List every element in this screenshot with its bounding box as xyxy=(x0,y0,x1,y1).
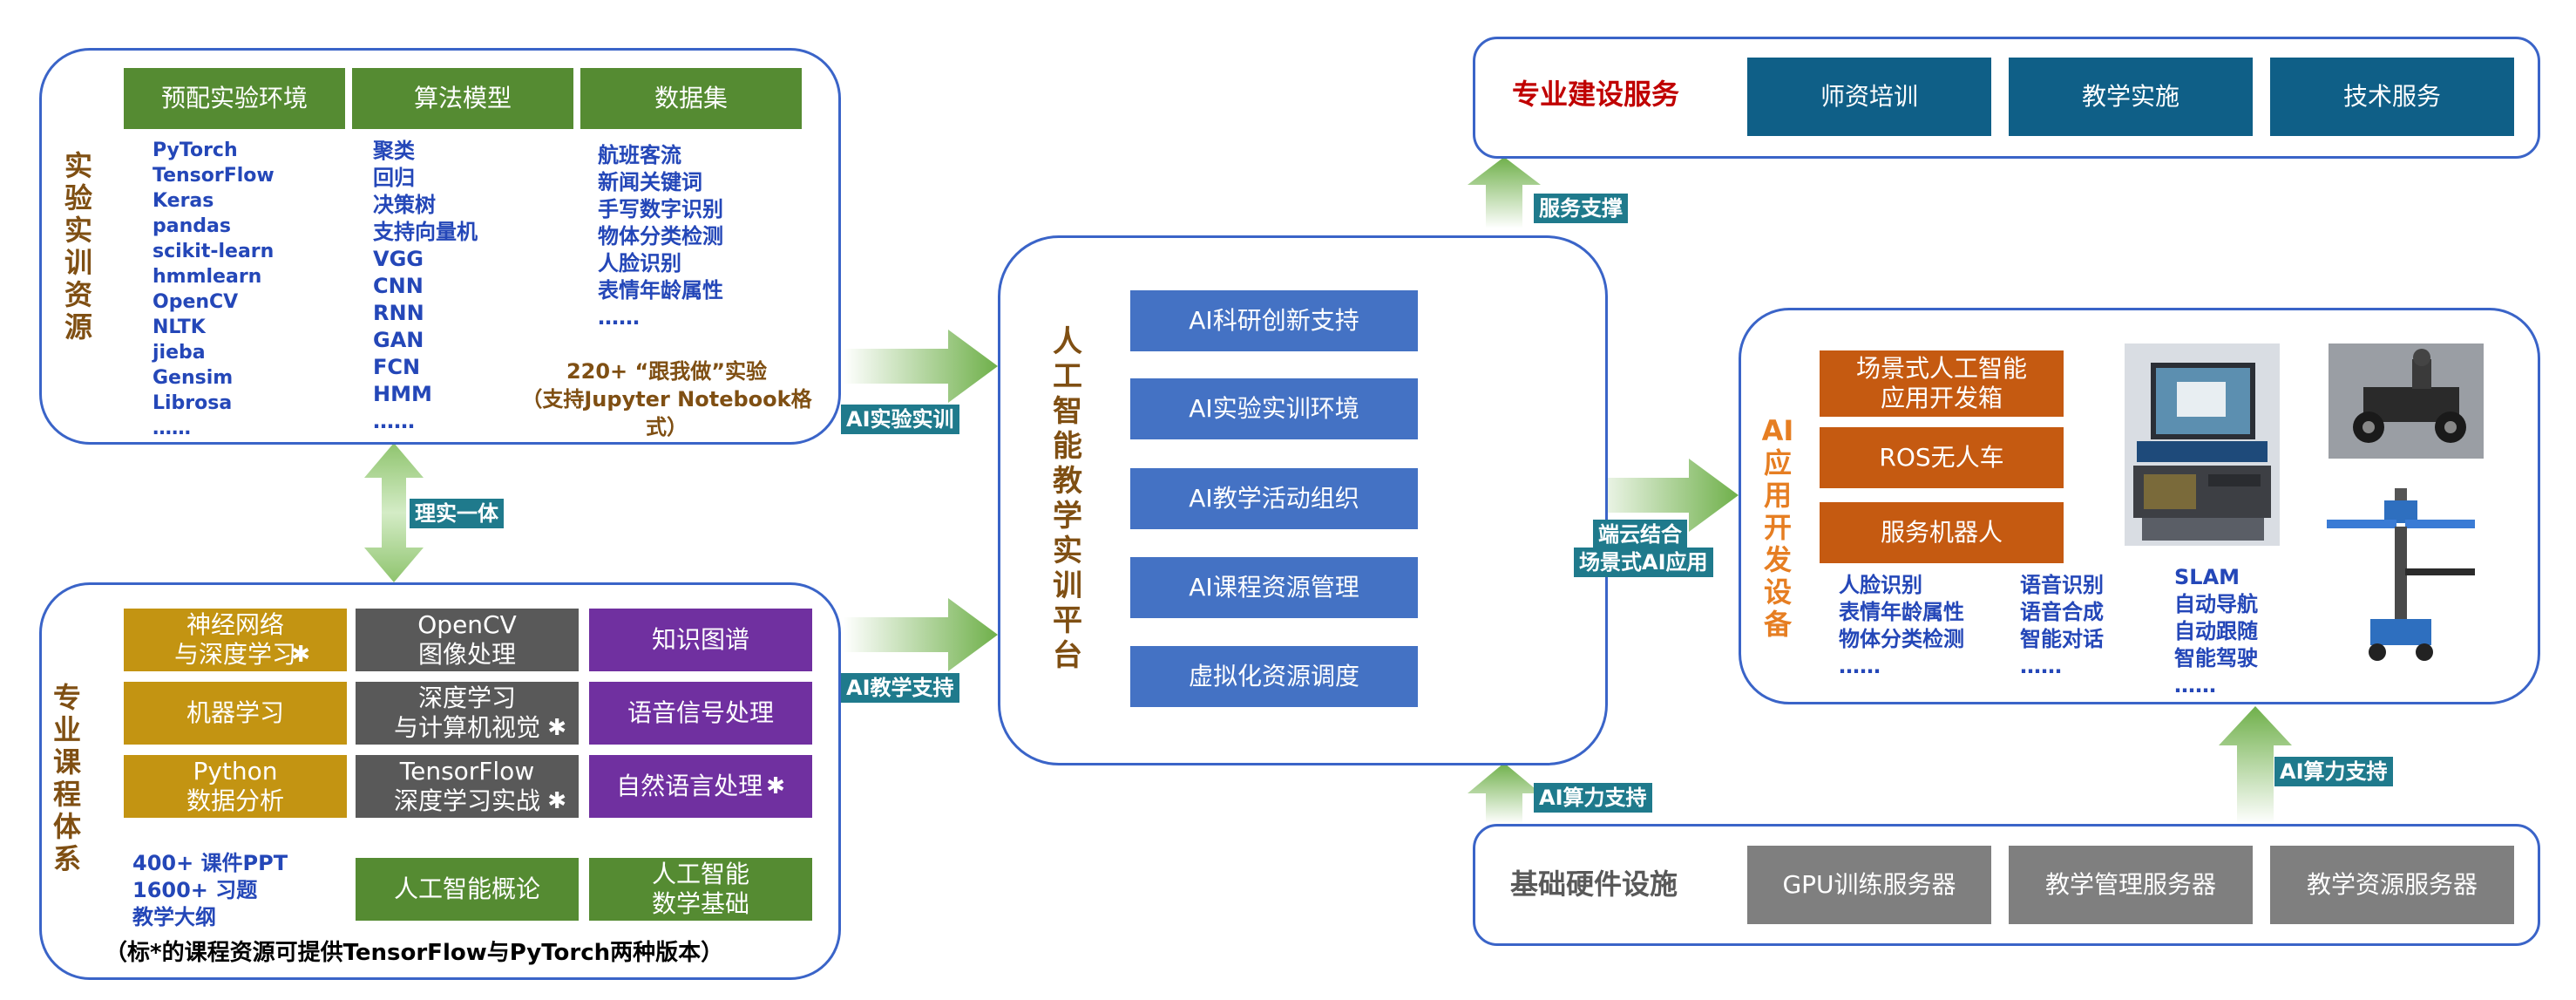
header-models: 算法模型 xyxy=(352,68,573,129)
hardware-gpu-server-label: GPU训练服务器 xyxy=(1782,870,1956,899)
arrow-platform-to-service xyxy=(1468,157,1541,228)
platform-item-course-mgmt-label: AI课程资源管理 xyxy=(1189,573,1359,602)
app-title: AI应用开发设备 xyxy=(1761,414,1794,641)
platform-item-teaching: AI教学活动组织 xyxy=(1130,468,1418,529)
course-python: Python 数据分析 xyxy=(124,755,347,818)
service-teaching-impl-label: 教学实施 xyxy=(2081,82,2179,111)
service-tech-service-label: 技术服务 xyxy=(2342,82,2441,111)
arrow-lab-to-platform xyxy=(844,330,998,403)
course-speech-processing-label: 语音信号处理 xyxy=(627,698,774,727)
label-edge-cloud-2: 场景式AI应用 xyxy=(1574,548,1713,577)
service-robot-image xyxy=(2318,488,2488,671)
course-title: 专业课程体系 xyxy=(52,681,81,875)
star-icon: ✱ xyxy=(766,773,785,799)
label-teach-support: AI教学支持 xyxy=(841,673,959,703)
star-icon: ✱ xyxy=(291,642,310,668)
hardware-resource-server: 教学资源服务器 xyxy=(2270,846,2514,924)
platform-item-lab-env-label: AI实验实训环境 xyxy=(1189,394,1359,423)
label-unity: 理实一体 xyxy=(410,499,504,528)
course-deep-learning-cv-label: 深度学习 与计算机视觉 xyxy=(393,684,540,742)
labs-line-1: 220+ “跟我做”实验 xyxy=(566,359,768,384)
ros-car-image xyxy=(2329,344,2484,459)
arrow-hardware-to-app xyxy=(2219,706,2292,824)
app-function-list-2: 语音识别 语音合成 智能对话 …… xyxy=(2020,573,2104,678)
label-lab-support: AI实验实训 xyxy=(841,405,959,434)
course-opencv-label: OpenCV 图像处理 xyxy=(417,610,517,669)
header-environments: 预配实验环境 xyxy=(124,68,345,129)
device-dev-kit-label: 场景式人工智能 应用开发箱 xyxy=(1855,354,2027,412)
course-speech-processing: 语音信号处理 xyxy=(589,682,812,745)
hardware-title: 基础硬件设施 xyxy=(1510,867,1678,901)
model-list: 聚类 回归 决策树 支持向量机 VGG CNN RNN GAN FCN HMM … xyxy=(373,139,478,433)
course-machine-learning-label: 机器学习 xyxy=(186,698,284,727)
device-service-robot: 服务机器人 xyxy=(1820,502,2064,563)
labs-note: 220+ “跟我做”实验 （支持Jupyter Notebook格式） xyxy=(514,357,819,441)
label-compute-2: AI算力支持 xyxy=(2274,757,2393,786)
platform-item-course-mgmt: AI课程资源管理 xyxy=(1130,557,1418,618)
experiment-title: 实验实训资源 xyxy=(64,149,92,344)
course-neural-network-label: 神经网络 与深度学习 xyxy=(173,610,296,669)
course-knowledge-graph-label: 知识图谱 xyxy=(651,625,749,654)
app-function-list-1: 人脸识别 表情年龄属性 物体分类检测 …… xyxy=(1839,573,1964,678)
course-ai-math-label: 人工智能 数学基础 xyxy=(651,860,749,918)
hardware-mgmt-server: 教学管理服务器 xyxy=(2009,846,2253,924)
star-icon: ✱ xyxy=(547,788,566,814)
course-python-label: Python 数据分析 xyxy=(186,757,284,815)
service-teacher-training-label: 师资培训 xyxy=(1820,82,1918,111)
course-knowledge-graph: 知识图谱 xyxy=(589,609,812,671)
service-teacher-training: 师资培训 xyxy=(1747,58,1991,136)
device-ros-car: ROS无人车 xyxy=(1820,427,2064,488)
course-nlp-label: 自然语言处理 xyxy=(616,772,763,800)
course-stats: 400+ 课件PPT 1600+ 习题 教学大纲 xyxy=(132,851,288,929)
hardware-gpu-server: GPU训练服务器 xyxy=(1747,846,1991,924)
course-tensorflow: TensorFlow 深度学习实战 ✱ xyxy=(356,755,579,818)
environment-list: PyTorch TensorFlow Keras pandas scikit-l… xyxy=(153,139,275,439)
labs-line-2: （支持Jupyter Notebook格式） xyxy=(521,387,812,439)
course-tensorflow-label: TensorFlow 深度学习实战 xyxy=(393,757,540,815)
arrow-platform-to-app xyxy=(1584,459,1739,532)
course-deep-learning-cv: 深度学习 与计算机视觉 ✱ xyxy=(356,682,579,745)
service-title: 专业建设服务 xyxy=(1512,78,1680,111)
arrow-hardware-to-platform xyxy=(1468,763,1541,824)
service-tech-service: 技术服务 xyxy=(2270,58,2514,136)
header-datasets: 数据集 xyxy=(580,68,802,129)
course-ai-intro: 人工智能概论 xyxy=(356,858,579,921)
dev-kit-image xyxy=(2125,344,2280,546)
label-edge-cloud-1: 端云结合 xyxy=(1593,520,1687,549)
course-ai-math: 人工智能 数学基础 xyxy=(589,858,812,921)
app-function-list-3: SLAM 自动导航 自动跟随 智能驾驶 …… xyxy=(2174,565,2258,697)
star-icon: ✱ xyxy=(547,715,566,741)
platform-item-lab-env: AI实验实训环境 xyxy=(1130,378,1418,439)
device-dev-kit: 场景式人工智能 应用开发箱 xyxy=(1820,350,2064,417)
course-nlp: 自然语言处理✱ xyxy=(589,755,812,818)
course-neural-network: 神经网络 与深度学习✱ xyxy=(124,609,347,671)
platform-item-research-label: AI科研创新支持 xyxy=(1189,306,1359,335)
device-service-robot-label: 服务机器人 xyxy=(1880,518,2003,547)
course-note: （标*的课程资源可提供TensorFlow与PyTorch两种版本） xyxy=(105,940,724,966)
arrow-course-to-platform xyxy=(844,598,998,671)
platform-item-research: AI科研创新支持 xyxy=(1130,290,1418,351)
arrow-unity xyxy=(364,443,424,582)
platform-item-virtualization-label: 虚拟化资源调度 xyxy=(1188,662,1359,690)
hardware-resource-server-label: 教学资源服务器 xyxy=(2306,870,2478,899)
label-compute-1: AI算力支持 xyxy=(1534,783,1652,813)
label-service-support: 服务支撑 xyxy=(1534,194,1628,223)
service-teaching-impl: 教学实施 xyxy=(2009,58,2253,136)
course-ai-intro-label: 人工智能概论 xyxy=(393,874,540,903)
course-machine-learning: 机器学习 xyxy=(124,682,347,745)
dataset-list: 航班客流 新闻关键词 手写数字识别 物体分类检测 人脸识别 表情年龄属性 …… xyxy=(598,143,723,330)
device-ros-car-label: ROS无人车 xyxy=(1879,443,2004,472)
platform-title: 人工智能教学实训平台 xyxy=(1053,324,1082,673)
hardware-mgmt-server-label: 教学管理服务器 xyxy=(2044,870,2216,899)
platform-item-virtualization: 虚拟化资源调度 xyxy=(1130,646,1418,707)
platform-item-teaching-label: AI教学活动组织 xyxy=(1189,484,1359,513)
course-opencv: OpenCV 图像处理 xyxy=(356,609,579,671)
